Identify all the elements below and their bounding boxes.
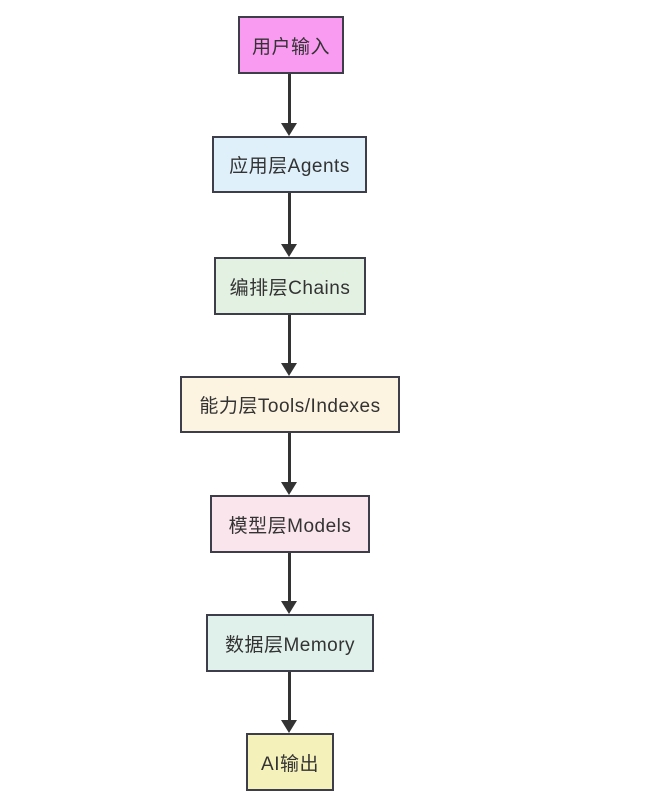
flow-node-user-input: 用户输入 xyxy=(238,16,344,74)
arrowhead-down-icon xyxy=(281,482,297,495)
flow-node-label: 能力层Tools/Indexes xyxy=(199,396,381,417)
arrow-down-1 xyxy=(281,74,297,136)
flow-node-model-layer-models: 模型层Models xyxy=(210,495,370,553)
arrowhead-down-icon xyxy=(281,601,297,614)
flow-node-capability-layer-tools: 能力层Tools/Indexes xyxy=(180,376,400,433)
arrow-down-3 xyxy=(281,315,297,376)
arrow-down-2 xyxy=(281,193,297,257)
flow-node-label: 模型层Models xyxy=(228,515,352,537)
arrowhead-down-icon xyxy=(281,123,297,136)
flow-node-label: 用户输入 xyxy=(251,36,330,58)
flow-node-ai-output: AI输出 xyxy=(246,733,334,791)
arrowhead-down-icon xyxy=(281,244,297,257)
arrow-shaft xyxy=(287,553,291,601)
flow-node-label: 编排层Chains xyxy=(229,277,351,299)
arrowhead-down-icon xyxy=(281,363,297,376)
arrow-shaft xyxy=(287,193,291,244)
arrow-shaft xyxy=(287,74,291,123)
flow-node-label: AI输出 xyxy=(261,753,319,775)
flow-node-data-layer-memory: 数据层Memory xyxy=(206,614,374,672)
arrow-shaft xyxy=(287,433,291,482)
flow-node-app-layer-agents: 应用层Agents xyxy=(212,136,367,193)
arrow-down-6 xyxy=(281,672,297,733)
flow-node-label: 应用层Agents xyxy=(229,156,350,177)
arrow-down-5 xyxy=(281,553,297,614)
arrowhead-down-icon xyxy=(281,720,297,733)
arrow-shaft xyxy=(287,672,291,720)
flow-node-orchestration-layer-chains: 编排层Chains xyxy=(214,257,366,315)
flow-node-label: 数据层Memory xyxy=(224,634,356,656)
arrow-down-4 xyxy=(281,433,297,495)
arrow-shaft xyxy=(287,315,291,363)
